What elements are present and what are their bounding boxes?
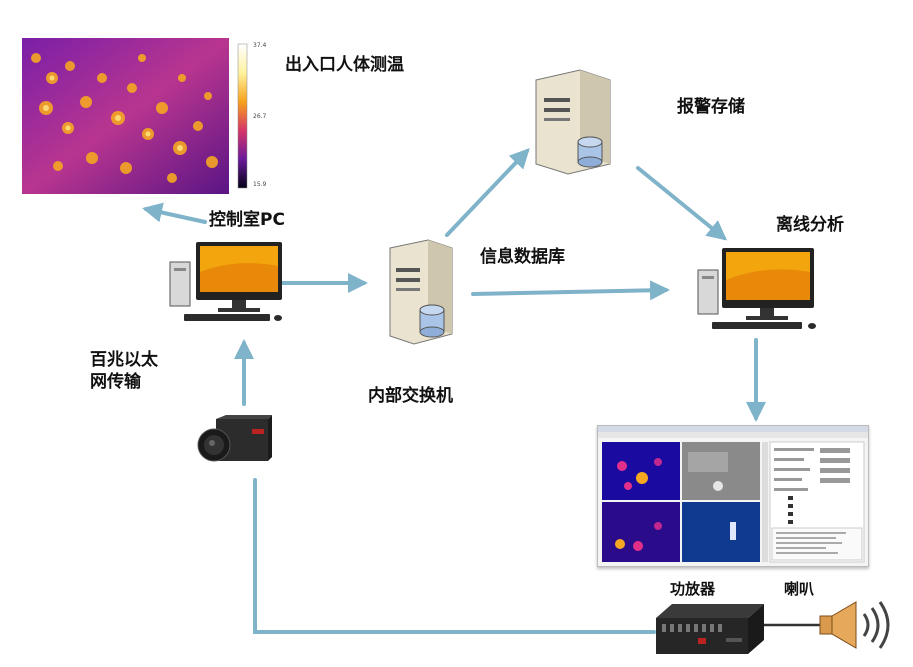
label-ethernet-transmission: 百兆以太 网传输 — [90, 350, 158, 393]
offline-analysis-pc-icon — [696, 248, 822, 332]
label-offline-analysis: 离线分析 — [776, 215, 844, 235]
analysis-software-screenshot — [597, 425, 869, 567]
label-speaker: 喇叭 — [784, 580, 815, 598]
thermal-camera-icon — [196, 415, 272, 473]
label-database: 信息数据库 — [480, 247, 565, 267]
label-control-pc: 控制室PC — [209, 210, 285, 230]
arrow-pc-to-thermal — [142, 202, 207, 224]
scale-max-label: 37.4 — [253, 42, 267, 49]
line-camera-to-amplifier — [253, 478, 656, 634]
scale-min-label: 15.9 — [253, 181, 267, 188]
amplifier-icon — [652, 600, 768, 658]
database-server-icon — [376, 238, 456, 348]
scale-mid-label: 26.7 — [253, 113, 267, 120]
label-alarm-storage: 报警存储 — [677, 97, 745, 117]
label-amplifier: 功放器 — [670, 580, 716, 598]
alarm-storage-server-icon — [532, 68, 616, 178]
thermal-color-scale — [237, 43, 248, 189]
arrow-alarm-to-offline — [636, 166, 728, 241]
label-internal-switch: 内部交换机 — [368, 386, 453, 406]
speaker-icon — [818, 600, 892, 652]
arrow-database-to-alarm — [445, 148, 530, 237]
control-pc-icon — [166, 242, 286, 324]
label-thermal-measurement: 出入口人体测温 — [285, 55, 404, 75]
arrow-database-to-offline — [471, 280, 670, 301]
thermal-image-panel: 37.4 26.7 15.9 — [22, 38, 274, 194]
